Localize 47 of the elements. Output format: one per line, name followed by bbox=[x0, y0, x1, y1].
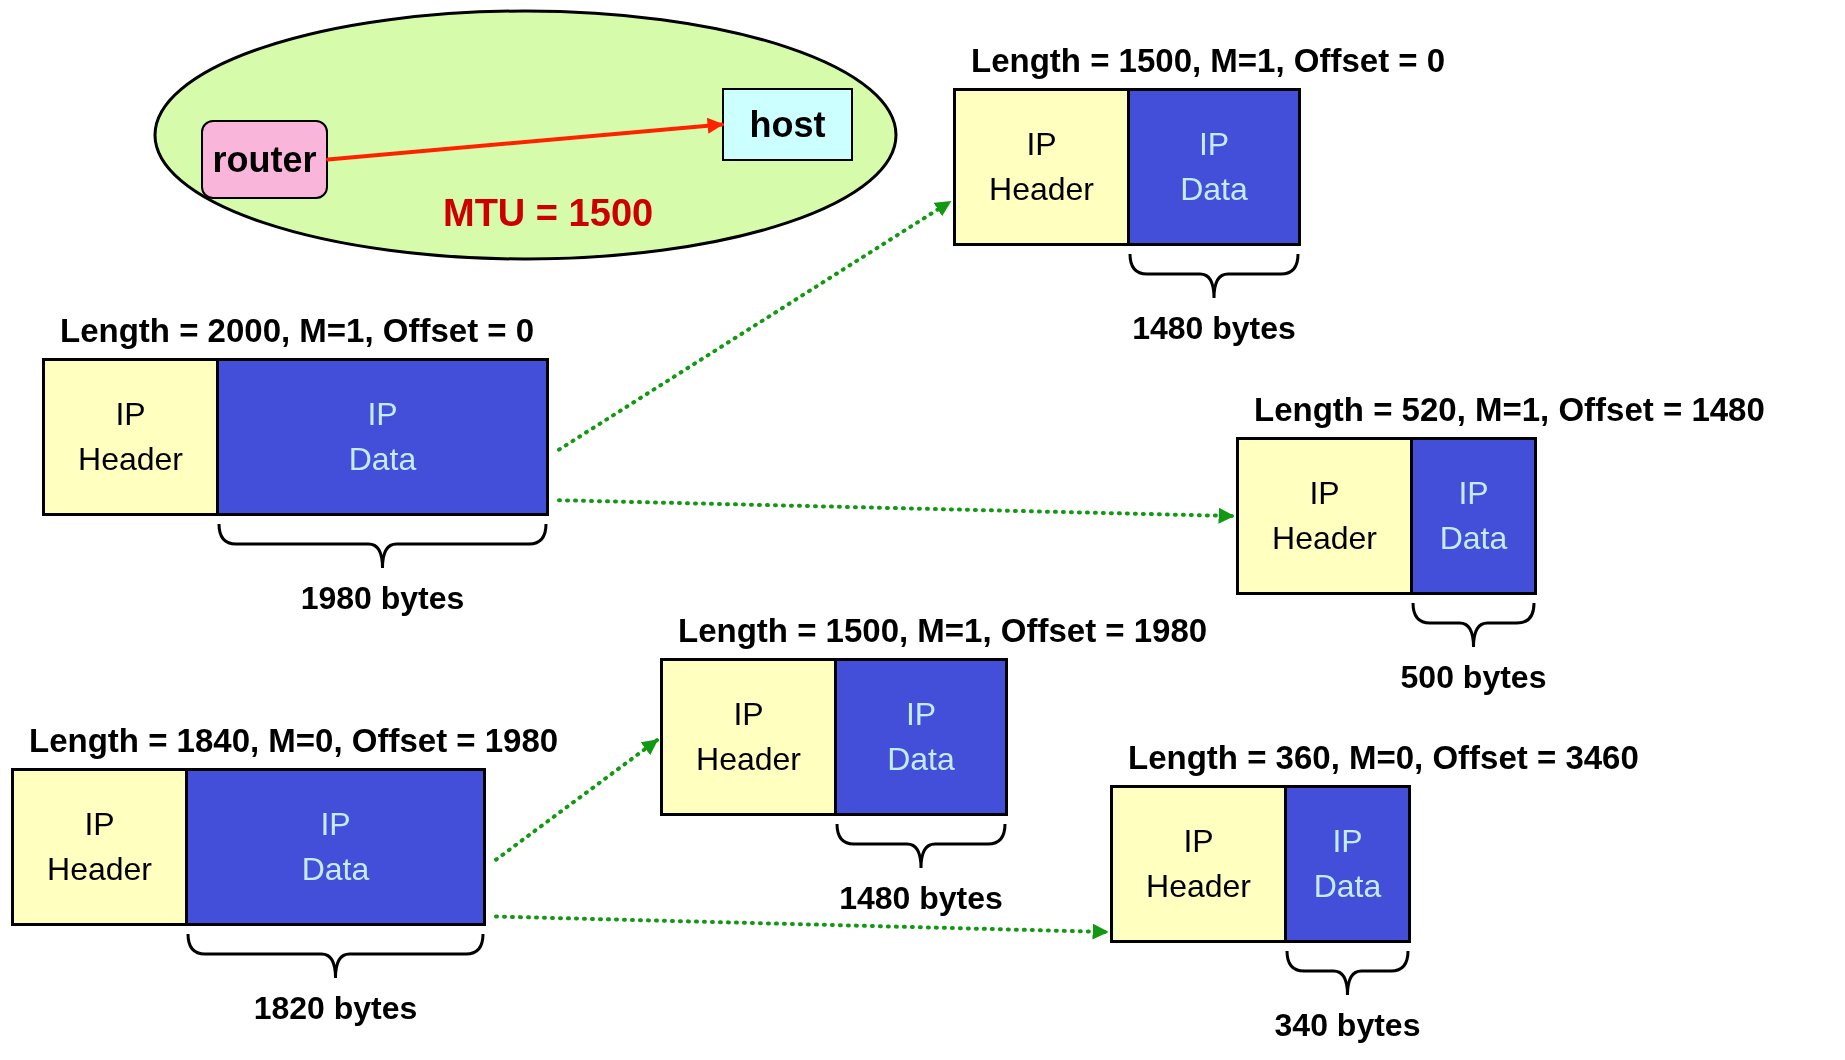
header-label: IP Header bbox=[695, 695, 802, 779]
header-label: IP Header bbox=[1145, 822, 1252, 906]
byte-count: 500 bytes bbox=[1400, 658, 1547, 697]
data-box bbox=[185, 768, 486, 926]
router-box bbox=[201, 120, 328, 199]
packet-heading: Length = 360, M=0, Offset = 3460 bbox=[1128, 738, 1639, 778]
byte-count: 1980 bytes bbox=[300, 579, 465, 618]
arrow bbox=[494, 914, 1109, 940]
arrow bbox=[557, 498, 1235, 524]
byte-count: 1480 bytes bbox=[839, 879, 1003, 918]
header-label: IP Header bbox=[46, 805, 153, 889]
data-box bbox=[834, 658, 1008, 816]
mtu-label: MTU = 1500 bbox=[443, 191, 654, 236]
byte-count: 340 bytes bbox=[1274, 1006, 1421, 1045]
data-box bbox=[1127, 88, 1301, 246]
data-label: IP Data bbox=[1438, 474, 1509, 558]
data-box bbox=[1410, 437, 1537, 595]
header-box bbox=[42, 358, 219, 516]
packet-heading: Length = 1840, M=0, Offset = 1980 bbox=[29, 721, 559, 761]
data-box bbox=[216, 358, 549, 516]
host-box bbox=[722, 88, 853, 161]
header-label: IP Header bbox=[988, 125, 1095, 209]
data-label: IP Data bbox=[1312, 822, 1383, 906]
arrow bbox=[494, 738, 659, 862]
header-label: IP Header bbox=[1271, 474, 1378, 558]
data-label: IP Data bbox=[347, 395, 418, 479]
header-label: IP Header bbox=[77, 395, 184, 479]
packet-heading: Length = 520, M=1, Offset = 1480 bbox=[1254, 390, 1765, 430]
packet-heading: Length = 1500, M=1, Offset = 0 bbox=[971, 41, 1446, 81]
network-ellipse bbox=[153, 9, 898, 261]
packet-heading: Length = 2000, M=1, Offset = 0 bbox=[60, 311, 535, 351]
header-box bbox=[11, 768, 188, 926]
header-box bbox=[953, 88, 1130, 246]
byte-count: 1820 bytes bbox=[253, 989, 418, 1028]
header-box bbox=[1236, 437, 1413, 595]
node-label: host bbox=[749, 102, 826, 147]
header-box bbox=[660, 658, 837, 816]
packet-heading: Length = 1500, M=1, Offset = 1980 bbox=[678, 611, 1208, 651]
data-label: IP Data bbox=[300, 805, 371, 889]
data-box bbox=[1284, 785, 1411, 943]
node-label: router bbox=[212, 137, 317, 182]
header-box bbox=[1110, 785, 1287, 943]
byte-count: 1480 bytes bbox=[1132, 309, 1296, 348]
data-label: IP Data bbox=[1179, 125, 1249, 209]
data-label: IP Data bbox=[886, 695, 956, 779]
arrow bbox=[557, 199, 952, 452]
arrow bbox=[326, 117, 724, 162]
